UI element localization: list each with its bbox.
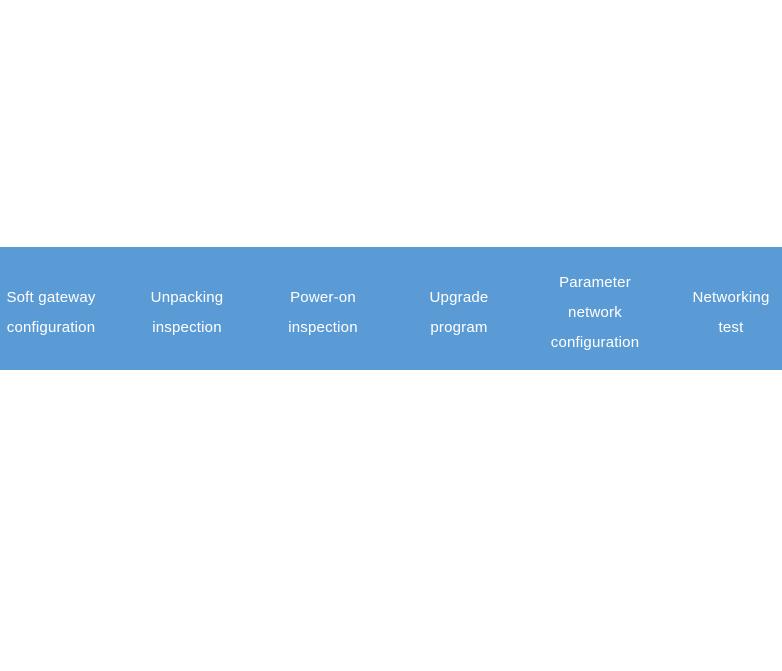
- stage-label-line: Power-on: [290, 288, 356, 306]
- stage-label-line: Networking: [692, 288, 770, 306]
- process-stage: Soft gateway configuration: [0, 283, 119, 343]
- process-stage: Unpacking inspection: [119, 283, 255, 343]
- stage-label-line: configuration: [6, 318, 96, 336]
- stage-label-line: test: [718, 318, 744, 336]
- stage-label-line: network: [568, 303, 622, 321]
- stage-label-line: Upgrade: [429, 288, 489, 306]
- process-stage: Parameter network configuration: [527, 268, 663, 358]
- stage-label-line: program: [430, 318, 488, 336]
- stage-label-line: Parameter: [559, 273, 631, 291]
- stage-label-line: Soft gateway: [6, 288, 96, 306]
- process-stage: Upgrade program: [391, 283, 527, 343]
- process-stage: Power-on inspection: [255, 283, 391, 343]
- process-flow-band: Soft gateway configuration Unpacking inspec…: [0, 247, 782, 370]
- process-stage: Networking test: [663, 283, 782, 343]
- stage-label-line: inspection: [152, 318, 222, 336]
- stage-label-line: Unpacking: [150, 288, 224, 306]
- stage-label-line: configuration: [550, 333, 640, 351]
- process-stage-row: Soft gateway configuration Unpacking inspec…: [0, 251, 782, 374]
- stage-label-line: inspection: [288, 318, 358, 336]
